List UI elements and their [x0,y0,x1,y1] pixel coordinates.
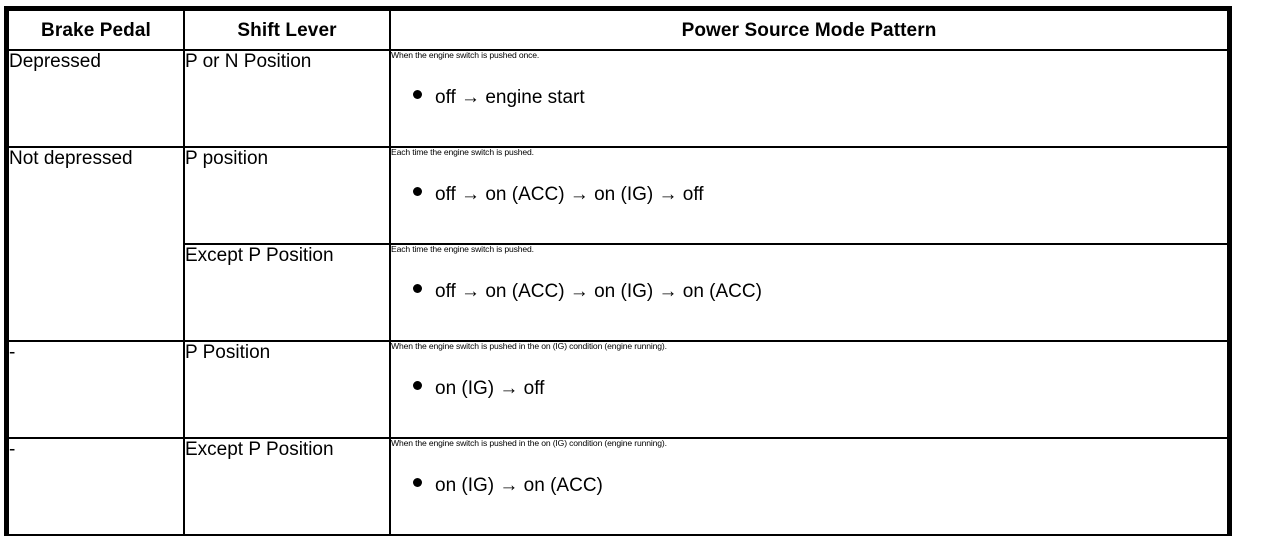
table-row: Except P Position Each time the engine s… [8,243,1229,342]
pattern-lead-text-3: Each time the engine switch is pushed. [391,244,534,254]
cell-shift-lever-except-p-position-b: Except P Position [183,437,391,536]
cell-shift-lever-p-position-2: P Position [183,340,391,439]
pattern-bullet-line-2: off → on (ACC) → on (IG) → off [391,184,1227,206]
pattern-lead-text-1: When the engine switch is pushed once. [391,50,540,60]
column-header-power-source-mode-pattern: Power Source Mode Pattern [389,9,1229,51]
bullet-icon [413,283,422,293]
pattern-bullet-line-4: on (IG) → off [391,378,1227,400]
pattern-lead-text-5: When the engine switch is pushed in the … [391,438,667,448]
power-source-mode-table-container: Brake Pedal Shift Lever Power Source Mod… [4,6,1232,536]
pattern-lead-text-4: When the engine switch is pushed in the … [391,341,667,351]
pattern-bullet-line-1: off → engine start [391,87,1227,109]
table-row: - P Position When the engine switch is p… [7,340,1229,439]
bullet-icon [413,89,422,99]
cell-shift-lever-except-p-position-a: Except P Position [183,243,391,342]
cell-brake-pedal-dash-2: - [7,437,185,536]
bullet-icon [413,380,422,390]
column-header-shift-lever: Shift Lever [183,9,391,51]
pattern-bullet-text-5: on (IG) → on (ACC) [435,474,603,496]
pattern-bullet-line-5: on (IG) → on (ACC) [391,475,1227,497]
cell-shift-lever-p-position: P position [183,146,391,245]
bullet-icon [413,186,422,196]
pattern-bullet-text-2: off → on (ACC) → on (IG) → off [435,183,704,205]
pattern-bullet-text-3: off → on (ACC) → on (IG) → on (ACC) [435,280,762,302]
column-header-brake-pedal: Brake Pedal [7,9,185,51]
table-row: Not depressed P position Each time the e… [7,146,1229,342]
table-header-row: Brake Pedal Shift Lever Power Source Mod… [7,9,1229,51]
cell-shift-lever-p-or-n: P or N Position [183,49,391,148]
bullet-icon [413,477,422,487]
pattern-bullet-text-1: off → engine start [435,86,585,108]
power-source-mode-table: Brake Pedal Shift Lever Power Source Mod… [7,9,1229,536]
pattern-bullet-text-4: on (IG) → off [435,377,545,399]
pattern-bullet-line-3: off → on (ACC) → on (IG) → on (ACC) [391,281,1227,303]
cell-brake-pedal-depressed: Depressed [7,49,185,148]
table-row: Depressed P or N Position When the engin… [7,49,1229,148]
cell-brake-pedal-dash-1: - [7,340,185,439]
cell-pattern-2: Each time the engine switch is pushed. o… [389,146,1229,245]
cell-pattern-4: When the engine switch is pushed in the … [389,340,1229,439]
pattern-lead-text-2: Each time the engine switch is pushed. [391,147,534,157]
table-row: - Except P Position When the engine swit… [7,437,1229,536]
cell-pattern-1: When the engine switch is pushed once. o… [389,49,1229,148]
cell-pattern-5: When the engine switch is pushed in the … [389,437,1229,536]
cell-brake-pedal-not-depressed: Not depressed [7,146,185,342]
cell-pattern-3: Each time the engine switch is pushed. o… [389,243,1229,342]
